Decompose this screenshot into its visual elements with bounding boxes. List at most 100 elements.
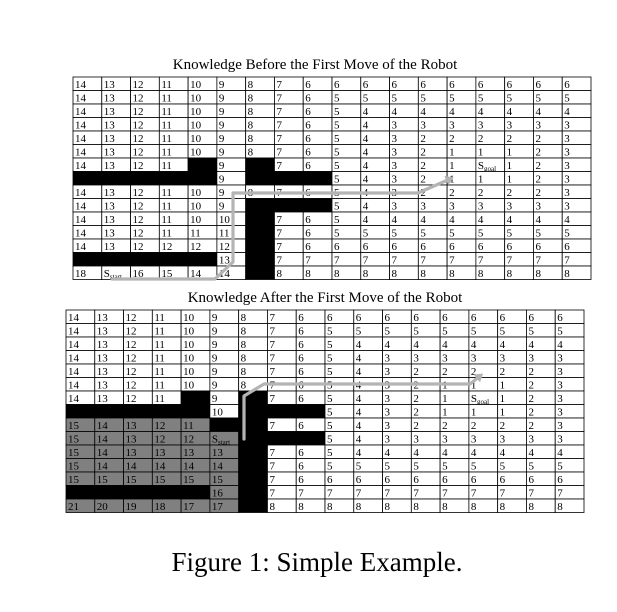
cell-value: 7	[269, 339, 275, 351]
cell-value: 6	[298, 339, 304, 351]
cell-value: 9	[219, 106, 225, 118]
cell-value: 4	[363, 106, 369, 118]
cell-value: 15	[68, 434, 80, 446]
cell-value: 4	[564, 106, 570, 118]
cell-value: 5	[507, 93, 513, 105]
cell-value: 8	[241, 312, 247, 324]
cell-value: 14	[212, 461, 224, 473]
cell-value: 11	[219, 228, 230, 240]
cell-value: 9	[219, 147, 225, 159]
cell-value: 5	[471, 461, 477, 473]
cell-value: 5	[327, 366, 333, 378]
cell-value: 10	[183, 353, 195, 365]
cell-value: 5	[420, 228, 426, 240]
cell-value: 1	[507, 174, 512, 186]
cell-value: 5	[449, 228, 455, 240]
cell-value: 10	[183, 339, 195, 351]
cell-value: 9	[219, 187, 225, 199]
blocked-cell	[245, 252, 275, 267]
cell-value: 4	[557, 447, 563, 459]
blocked-cell	[245, 238, 275, 253]
cell-value: 5	[535, 228, 541, 240]
cell-value: 4	[420, 214, 426, 226]
cell-value: 13	[104, 201, 116, 213]
cell-value: 8	[327, 501, 333, 513]
cell-value: 11	[161, 120, 172, 132]
cell-value: 5	[363, 228, 369, 240]
cell-value: 5	[507, 228, 513, 240]
planned-path-after	[242, 374, 482, 441]
cell-value: 9	[219, 174, 225, 186]
cell-value: 1	[442, 407, 448, 419]
cell-value: 11	[154, 339, 165, 351]
cell-value: 5	[392, 228, 398, 240]
cell-value: 21	[68, 501, 79, 513]
cell-value: 5	[327, 447, 333, 459]
cell-value: 6	[500, 312, 506, 324]
cell-value: 7	[363, 255, 369, 267]
cell-value: 14	[97, 434, 109, 446]
cell-value: 11	[161, 201, 172, 213]
cell-value: 1	[478, 174, 484, 186]
cell-value: 14	[68, 312, 80, 324]
cell-value: 14	[75, 133, 87, 145]
cell-value: 5	[363, 93, 369, 105]
cell-value: 19	[126, 501, 138, 513]
cell-value: 3	[392, 174, 398, 186]
cell-value: 6	[334, 79, 340, 91]
cell-value: 11	[154, 312, 165, 324]
figure-caption: Figure 1: Simple Example.	[172, 547, 463, 577]
blocked-cell	[295, 431, 326, 446]
cell-value: 6	[528, 474, 534, 486]
cell-value: 4	[535, 106, 541, 118]
cell-value: 8	[449, 268, 455, 280]
blocked-cell	[101, 252, 131, 267]
cell-value: 15	[183, 474, 195, 486]
cell-value: 3	[507, 120, 513, 132]
cell-value: 5	[528, 461, 534, 473]
cell-value: 5	[327, 353, 333, 365]
cell-value: 3	[420, 201, 426, 213]
cell-value: 7	[269, 488, 275, 500]
cell-value: 10	[190, 79, 202, 91]
cell-value: 5	[334, 201, 340, 213]
cell-value: 4	[363, 133, 369, 145]
cell-value: 5	[334, 93, 340, 105]
cell-value: 3	[528, 434, 534, 446]
cell-value: 6	[392, 241, 398, 253]
cell-value: 4	[413, 447, 419, 459]
blocked-cell	[267, 431, 297, 446]
cell-value: 2	[413, 420, 419, 432]
cell-value: 7	[276, 120, 282, 132]
cell-value: 8	[269, 501, 275, 513]
cell-value: 13	[104, 241, 116, 253]
cell-value: 4	[500, 339, 506, 351]
cell-value: 6	[363, 241, 369, 253]
cell-value: 2	[528, 366, 534, 378]
goal-label: Sgoal	[471, 393, 489, 406]
panel-before-title: Knowledge Before the First Move of the R…	[173, 57, 458, 73]
cell-value: 7	[276, 79, 282, 91]
cell-value: 13	[104, 133, 116, 145]
cell-value: 4	[478, 106, 484, 118]
cell-value: 6	[334, 241, 340, 253]
cell-value: 3	[535, 120, 541, 132]
cell-value: 5	[535, 93, 541, 105]
cell-value: 5	[478, 93, 484, 105]
cell-value: 9	[219, 160, 225, 172]
blocked-cell	[187, 157, 218, 172]
cell-value: 9	[219, 93, 225, 105]
cell-value: 5	[528, 326, 534, 338]
cell-value: 10	[190, 201, 202, 213]
cell-value: 1	[449, 147, 455, 159]
cell-value: 4	[442, 339, 448, 351]
cell-value: 2	[535, 187, 541, 199]
cell-value: 6	[557, 474, 563, 486]
cell-value: 15	[68, 474, 80, 486]
cell-value: 2	[420, 133, 426, 145]
cell-value: 14	[75, 187, 87, 199]
cell-value: 1	[442, 393, 448, 405]
cell-value: 5	[564, 93, 570, 105]
